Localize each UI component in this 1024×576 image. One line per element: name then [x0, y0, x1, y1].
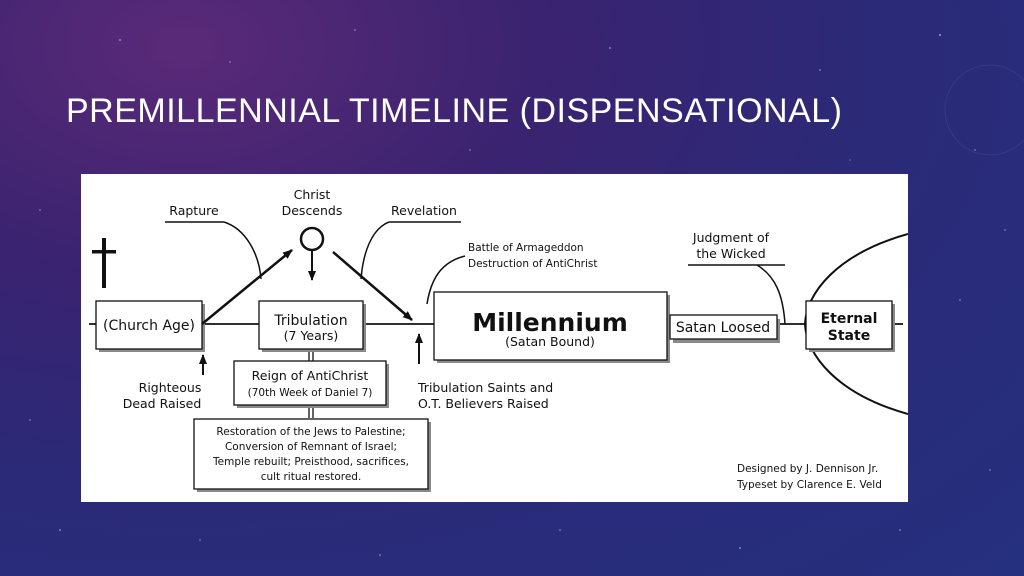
restoration-box: Restoration of the Jews to Palestine; Co…	[193, 418, 431, 492]
millennium-subtitle: (Satan Bound)	[505, 334, 595, 349]
eternal-parabola	[803, 233, 908, 415]
cross-icon	[92, 238, 116, 288]
judgment-line1: Judgment of	[692, 230, 770, 245]
revelation-label: Revelation	[391, 203, 457, 218]
millennium-label: Millennium	[472, 308, 628, 337]
eternal-state-box: Eternal State	[805, 300, 895, 352]
arrow-to-revelation	[332, 251, 413, 321]
revelation-curve	[360, 221, 390, 280]
restoration-line3: Temple rebuilt; Preisthood, sacrifices,	[212, 456, 409, 468]
reign-label: Reign of AntiChrist	[252, 368, 369, 383]
satan-loosed-box: Satan Loosed	[669, 314, 780, 343]
battle-line1: Battle of Armageddon	[468, 242, 584, 254]
state-label: State	[828, 328, 870, 344]
credit-typeset: Typeset by Clarence E. Veld	[736, 479, 882, 491]
tribulation-years: (7 Years)	[284, 328, 339, 343]
christ-circle-icon	[299, 226, 325, 252]
credit-designed: Designed by J. Dennison Jr.	[737, 463, 878, 475]
church-age-box: (Church Age)	[95, 300, 205, 352]
restoration-line1: Restoration of the Jews to Palestine;	[216, 426, 405, 438]
tribulation-box: Tribulation (7 Years)	[258, 300, 366, 352]
rapture-label: Rapture	[169, 203, 219, 218]
eternal-label: Eternal	[821, 311, 878, 327]
trib-saints-line1: Tribulation Saints and	[417, 380, 553, 395]
rapture-curve	[223, 221, 262, 280]
judgment-curve	[756, 264, 786, 325]
christ-label-line1: Christ	[294, 187, 331, 202]
righteous-line2: Dead Raised	[123, 396, 202, 411]
reign-week: (70th Week of Daniel 7)	[248, 387, 373, 399]
battle-line2: Destruction of AntiChrist	[468, 258, 597, 270]
timeline-diagram: (Church Age) Rapture Christ Descends Rev…	[81, 174, 908, 502]
righteous-line1: Righteous	[139, 380, 202, 395]
satan-loosed-label: Satan Loosed	[676, 320, 770, 336]
church-age-label: (Church Age)	[103, 318, 195, 334]
christ-label-line2: Descends	[282, 203, 343, 218]
trib-saints-line2: O.T. Believers Raised	[418, 396, 549, 411]
restoration-line4: cult ritual restored.	[261, 471, 362, 483]
battle-curve	[426, 255, 466, 305]
tribulation-label: Tribulation	[273, 313, 347, 329]
restoration-line2: Conversion of Remnant of Israel;	[225, 441, 397, 453]
arrow-to-christ	[201, 249, 293, 325]
judgment-line2: the Wicked	[696, 246, 765, 261]
reign-antichrist-box: Reign of AntiChrist (70th Week of Daniel…	[233, 360, 389, 408]
millennium-box: Millennium (Satan Bound)	[433, 291, 670, 363]
slide-title: PREMILLENNIAL TIMELINE (DISPENSATIONAL)	[66, 92, 843, 130]
timeline-svg: (Church Age) Rapture Christ Descends Rev…	[89, 187, 908, 492]
